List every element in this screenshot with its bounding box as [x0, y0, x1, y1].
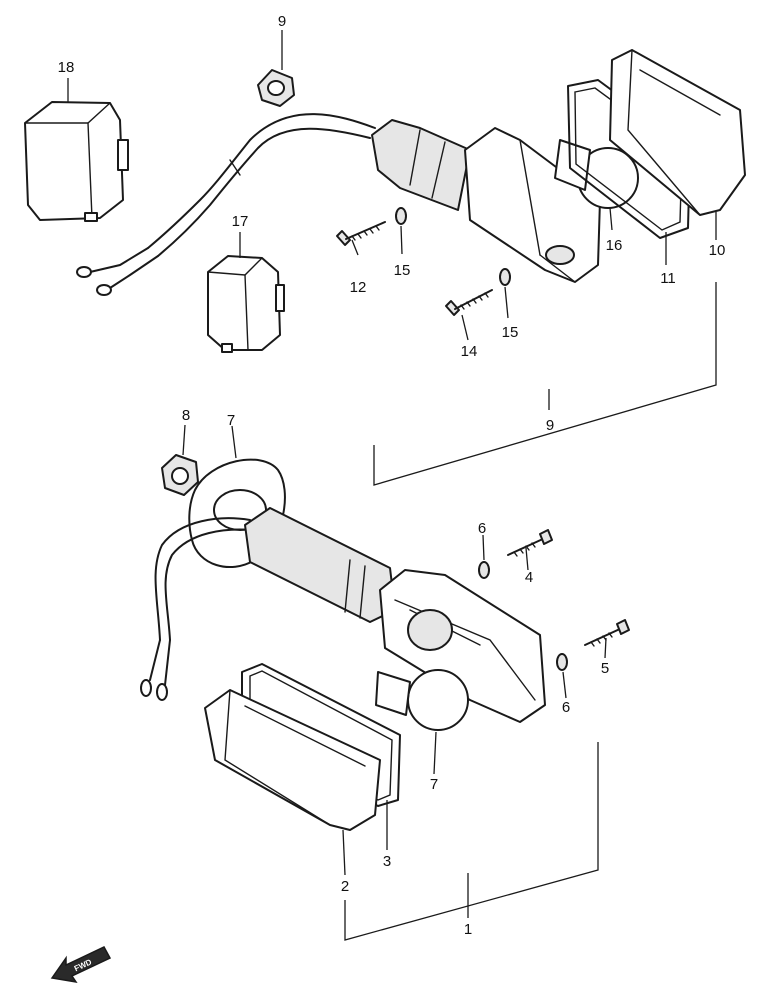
callout-9-lower: 8 [182, 407, 190, 424]
lower-turn-signal-body [244, 507, 546, 723]
gasket-12 [567, 79, 691, 239]
callout-4: 4 [525, 569, 533, 586]
bulb-7 [375, 669, 469, 731]
callout-15-lower: 15 [502, 324, 519, 341]
callout-13: 12 [350, 279, 367, 296]
callout-8: 7 [227, 412, 235, 429]
callout-2: 2 [341, 878, 349, 895]
washer-15-upper [395, 207, 407, 225]
callout-1: 1 [464, 921, 472, 938]
grommet-9-lower [161, 454, 199, 496]
callout-11: 10 [709, 242, 726, 259]
screw-5 [584, 619, 630, 647]
callout-5: 5 [601, 660, 609, 677]
forward-arrow-icon [50, 946, 112, 984]
callout-7: 7 [430, 776, 438, 793]
screw-14 [445, 289, 493, 316]
callout-17: 17 [232, 213, 249, 230]
washer-15-lower [499, 268, 511, 286]
relay-18 [24, 101, 129, 222]
lens-2 [204, 689, 381, 831]
upper-turn-signal-assembly [371, 119, 601, 283]
screw-13 [336, 221, 386, 246]
fwd-marker: FWD [50, 946, 112, 984]
callout-12: 11 [660, 270, 676, 287]
relay-17 [207, 255, 285, 353]
callout-6-upper: 6 [478, 520, 486, 537]
washer-6-lower [556, 653, 568, 671]
upper-wiring [76, 113, 376, 296]
callout-labels: 18 9 12 15 14 15 17 16 11 10 9 8 7 6 4 5… [58, 13, 726, 938]
callout-15-upper: 15 [394, 262, 411, 279]
washer-6-upper [478, 561, 490, 579]
lower-wiring [140, 517, 253, 701]
callout-14: 14 [461, 343, 478, 360]
callout-10: 9 [546, 417, 554, 434]
leader-lines [67, 30, 717, 941]
callout-18: 18 [58, 59, 75, 76]
lens-11 [609, 49, 746, 216]
callout-3: 3 [383, 853, 391, 870]
callout-16: 16 [606, 237, 623, 254]
callout-6-lower: 6 [562, 699, 570, 716]
screw-4 [507, 529, 553, 557]
callout-9-top: 9 [278, 13, 286, 30]
grommet-9-top [257, 69, 295, 107]
